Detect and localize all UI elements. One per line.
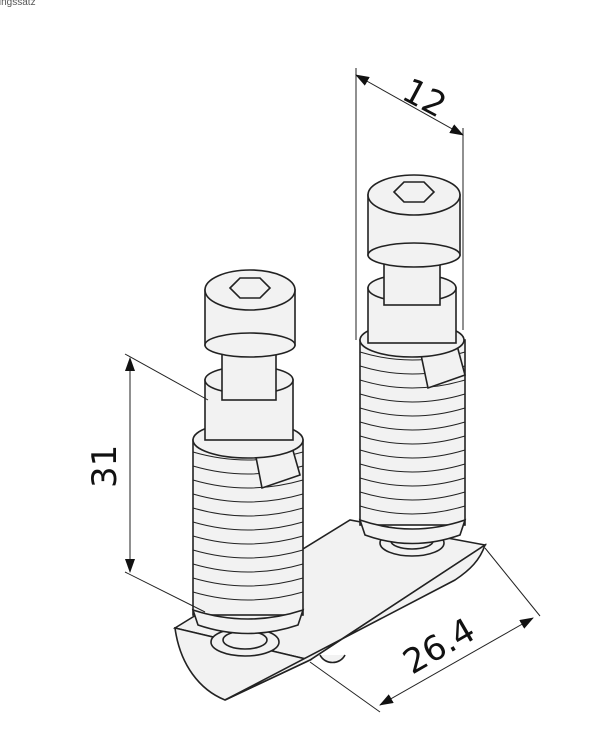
caption-text: dungssatz	[0, 0, 36, 8]
right-thread-lines	[359, 351, 466, 515]
dimension-height-left: 31	[85, 353, 209, 613]
right-screw-assembly	[358, 174, 467, 545]
dim-label-12: 12	[396, 71, 453, 127]
dim-label-26-4: 26.4	[397, 610, 483, 682]
dim-label-31: 31	[85, 445, 125, 488]
left-screw-assembly	[191, 269, 305, 635]
